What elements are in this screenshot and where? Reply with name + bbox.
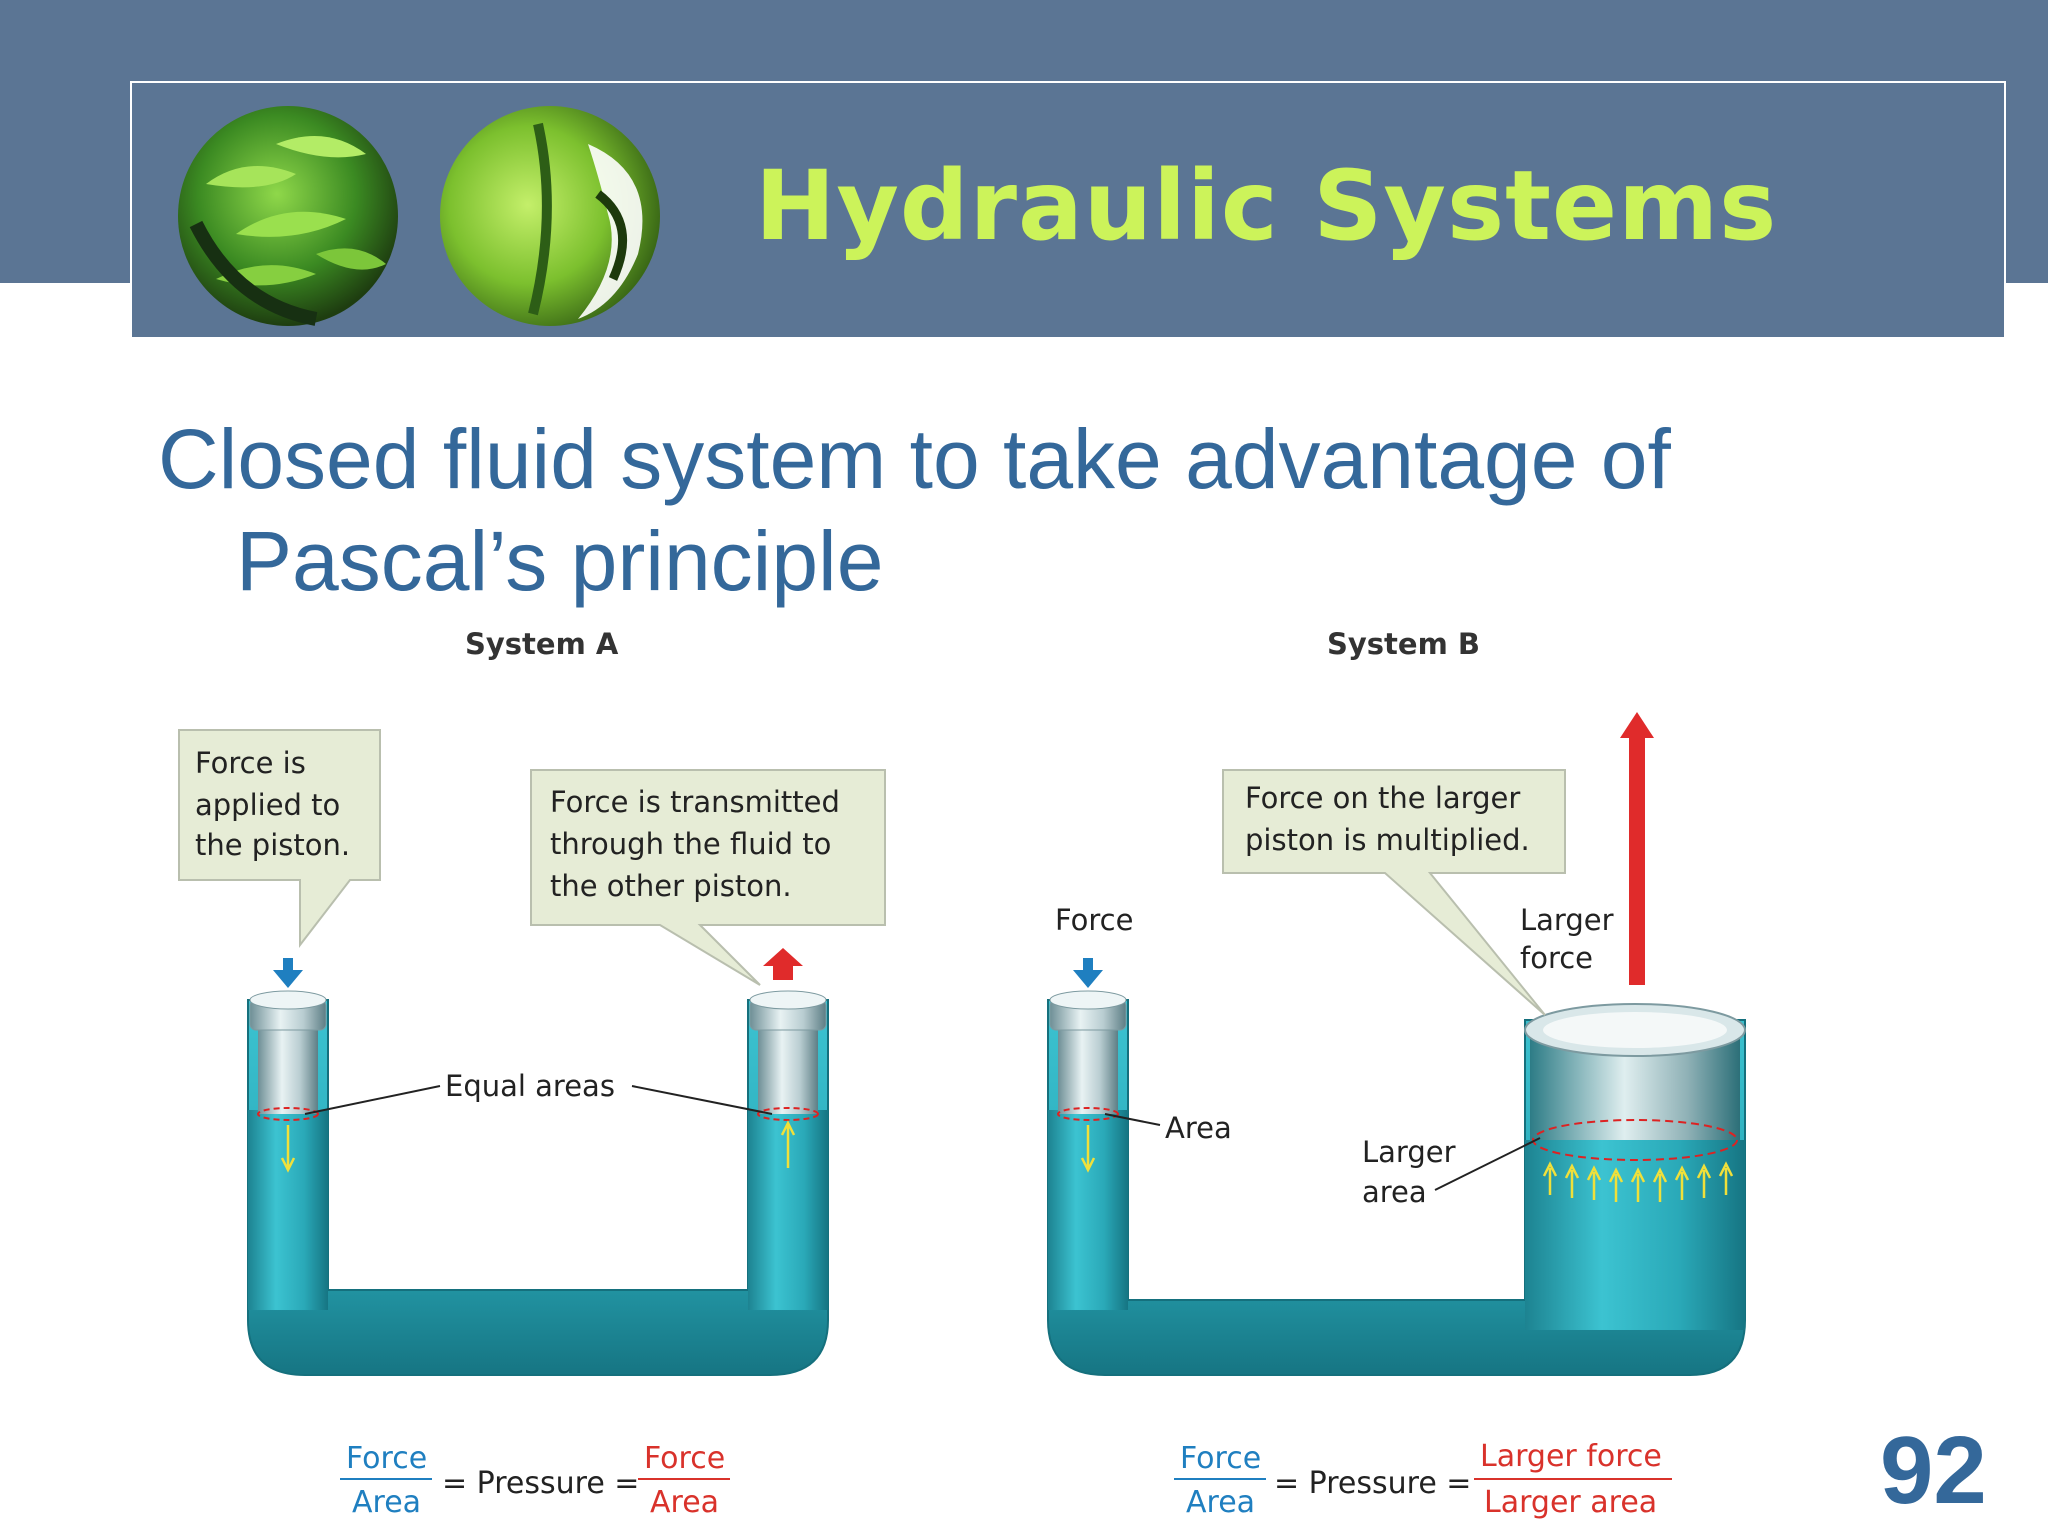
system-a-tube <box>247 999 829 1376</box>
callout-a-right-line-1: Force is transmitted <box>550 785 840 819</box>
system-b-heading: System B <box>1327 627 1480 661</box>
eq-a-middle: = Pressure = <box>442 1466 639 1501</box>
label-force: Force <box>1055 903 1133 937</box>
label-equal-areas: Equal areas <box>445 1069 615 1103</box>
label-larger-force-2: force <box>1520 941 1593 975</box>
eq-a-num-left: Force <box>346 1441 427 1476</box>
callout-a-right-line-3: the other piston. <box>550 869 792 903</box>
callout-a-left-line-1: Force is <box>195 746 306 780</box>
eq-a-den-left: Area <box>352 1485 421 1520</box>
larger-force-up-arrow <box>1620 712 1654 985</box>
leaf-logo-right <box>440 106 660 326</box>
bullet-line-2: Pascal’s principle <box>236 514 884 608</box>
label-larger-force-1: Larger <box>1520 903 1614 937</box>
callout-b <box>1222 769 1566 1016</box>
callout-a-left-line-3: the piston. <box>195 828 350 862</box>
leaf-logo-left <box>178 106 398 326</box>
eq-b-den-left: Area <box>1186 1485 1255 1520</box>
bullet-line-1: Closed fluid system to take advantage of <box>158 412 1671 506</box>
callout-a-right <box>530 769 886 986</box>
force-down-arrow-b <box>1073 958 1103 988</box>
eq-b-num-right: Larger force <box>1480 1439 1662 1474</box>
callout-a-left-line-2: applied to <box>195 788 340 822</box>
page-number: 92 <box>1880 1417 1987 1524</box>
eq-b-middle: = Pressure = <box>1274 1466 1471 1501</box>
eq-b-den-right: Larger area <box>1484 1485 1657 1520</box>
callout-a-right-line-2: through the fluid to <box>550 827 831 861</box>
callout-b-line-2: piston is multiplied. <box>1245 823 1530 857</box>
eq-a-den-right: Area <box>650 1485 719 1520</box>
bullet-text: Closed fluid system to take advantage of… <box>158 408 1858 612</box>
label-larger-area-1: Larger <box>1362 1135 1456 1169</box>
hydraulic-diagram: System A Force is applied to the piston.… <box>178 627 1746 1520</box>
label-area: Area <box>1165 1111 1232 1145</box>
callout-b-line-1: Force on the larger <box>1245 781 1520 815</box>
eq-a-num-right: Force <box>644 1441 725 1476</box>
label-larger-area-2: area <box>1362 1175 1427 1209</box>
system-a-heading: System A <box>465 627 619 661</box>
slide-title: Hydraulic Systems <box>755 150 1778 262</box>
force-down-arrow-a <box>273 958 303 988</box>
callout-a-left <box>178 729 381 948</box>
eq-b-num-left: Force <box>1180 1441 1261 1476</box>
force-up-arrow-a <box>763 948 803 980</box>
